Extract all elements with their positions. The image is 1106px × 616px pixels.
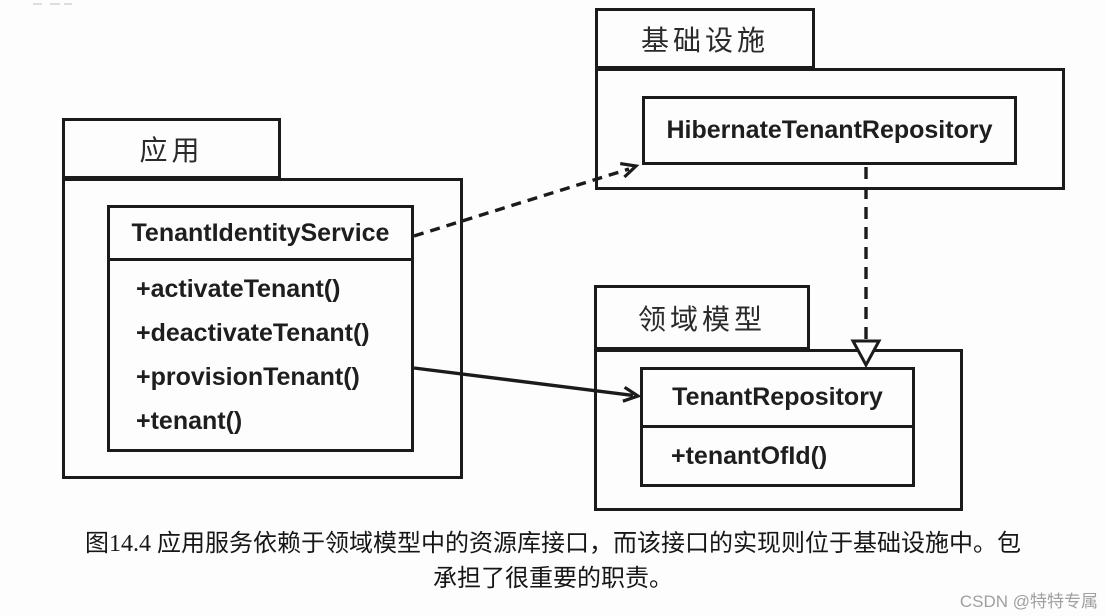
method-tenant: +tenant() bbox=[136, 407, 243, 435]
method-activate-tenant: +activateTenant() bbox=[136, 275, 341, 303]
method-deactivate-tenant: +deactivateTenant() bbox=[136, 319, 370, 347]
class-name-tenant-repository: TenantRepository bbox=[643, 370, 912, 428]
method-provision-tenant: +provisionTenant() bbox=[136, 363, 360, 391]
figure-caption-line2: 承担了很重要的职责。 bbox=[433, 566, 673, 592]
realization-arrow-hibernate-to-tenant-repository bbox=[850, 167, 882, 369]
class-tenant-repository: TenantRepository +tenantOfId() bbox=[640, 367, 915, 487]
package-label-infrastructure: 基础设施 bbox=[640, 24, 769, 56]
package-tab-application: 应用 bbox=[62, 118, 281, 179]
method-list-tenant-repository: +tenantOfId() bbox=[643, 428, 912, 484]
scan-artifact bbox=[64, 3, 72, 5]
package-tab-infrastructure: 基础设施 bbox=[595, 8, 815, 69]
package-tab-domain-model: 领域模型 bbox=[594, 285, 810, 350]
figure-caption: 图14.4 应用服务依赖于领域模型中的资源库接口，而该接口的实现则位于基础设施中… bbox=[0, 527, 1106, 597]
method-tenant-of-id: +tenantOfId() bbox=[671, 442, 828, 470]
csdn-watermark: CSDN @特特专属 bbox=[959, 592, 1098, 611]
method-list-tenant-identity-service: +activateTenant() +deactivateTenant() +p… bbox=[110, 261, 411, 449]
scan-artifact bbox=[33, 3, 42, 5]
class-name-tenant-identity-service: TenantIdentityService bbox=[110, 208, 411, 261]
class-tenant-identity-service: TenantIdentityService +activateTenant() … bbox=[107, 205, 414, 452]
package-label-domain-model: 领域模型 bbox=[637, 303, 766, 335]
figure-caption-line1: 图14.4 应用服务依赖于领域模型中的资源库接口，而该接口的实现则位于基础设施中… bbox=[85, 531, 1021, 557]
class-name-hibernate-tenant-repository: HibernateTenantRepository bbox=[666, 116, 993, 144]
scan-artifact bbox=[50, 3, 60, 5]
package-label-application: 应用 bbox=[139, 134, 204, 166]
class-hibernate-tenant-repository: HibernateTenantRepository bbox=[642, 96, 1017, 165]
